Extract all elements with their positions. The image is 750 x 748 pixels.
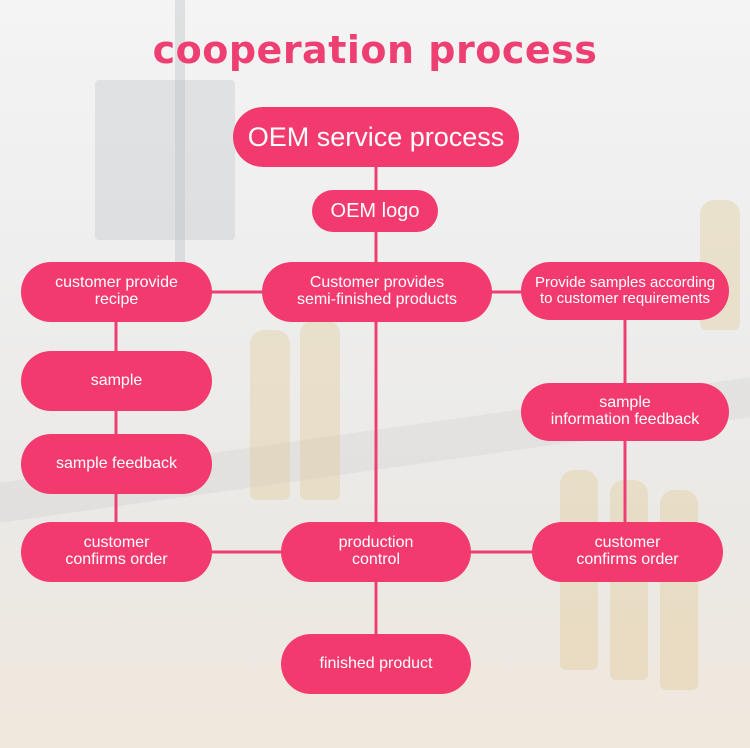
node-customer-provides-semi-finished: Customer provides semi-finished products xyxy=(262,262,492,322)
node-oem-logo: OEM logo xyxy=(312,190,438,232)
node-sample-feedback: sample feedback xyxy=(21,434,212,494)
node-sample-information-feedback: sample information feedback xyxy=(521,383,729,441)
node-customer-provide-recipe: customer provide recipe xyxy=(21,262,212,322)
node-customer-confirms-order-left: customer confirms order xyxy=(21,522,212,582)
node-customer-confirms-order-right: customer confirms order xyxy=(532,522,723,582)
node-oem-service-process: OEM service process xyxy=(233,107,519,167)
node-finished-product: finished product xyxy=(281,634,471,694)
node-production-control: production control xyxy=(281,522,471,582)
page-title: cooperation process xyxy=(152,28,598,72)
node-provide-samples: Provide samples according to customer re… xyxy=(521,262,729,320)
node-sample: sample xyxy=(21,351,212,411)
